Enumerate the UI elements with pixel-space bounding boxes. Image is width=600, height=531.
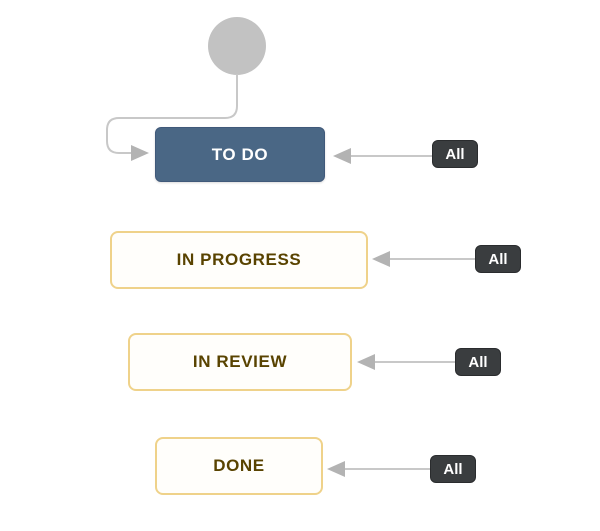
- arrowhead-all-to-todo: [333, 148, 351, 164]
- status-todo-label: TO DO: [211, 144, 269, 164]
- status-in-review[interactable]: IN REVIEW: [128, 333, 352, 391]
- status-done-label: DONE: [213, 456, 265, 475]
- status-in-progress-label: IN PROGRESS: [176, 250, 302, 269]
- status-in-review-label: IN REVIEW: [192, 352, 288, 371]
- transition-badge-all-todo[interactable]: All: [432, 140, 478, 168]
- arrowhead-start-to-todo: [131, 145, 149, 161]
- transition-badge-all-done[interactable]: All: [430, 455, 476, 483]
- arrowhead-all-to-inprogress: [372, 251, 390, 267]
- status-in-progress[interactable]: IN PROGRESS: [110, 231, 368, 289]
- status-done[interactable]: DONE: [155, 437, 323, 495]
- arrowhead-all-to-inreview: [357, 354, 375, 370]
- arrowhead-all-to-done: [327, 461, 345, 477]
- status-todo[interactable]: TO DO: [155, 127, 325, 182]
- transition-badge-all-inprogress[interactable]: All: [475, 245, 521, 273]
- start-node[interactable]: [208, 17, 266, 75]
- transition-badge-all-inreview[interactable]: All: [455, 348, 501, 376]
